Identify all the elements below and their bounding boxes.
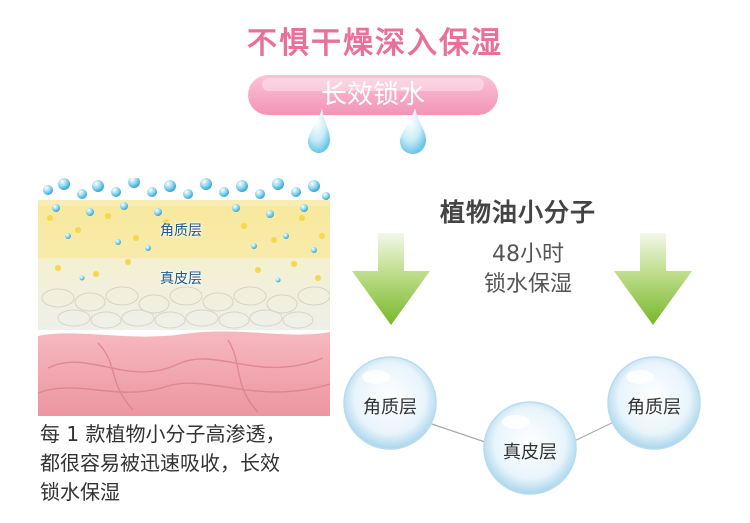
water-drop-icon [308,108,330,153]
right-title: 植物油小分子 [440,198,597,227]
feature-pill: 长效锁水 [248,75,498,115]
effect-label: 锁水保湿 [483,272,572,297]
bubble-label-left: 角质层 [363,397,417,418]
pill-highlight [262,78,484,91]
dermis-label: 真皮层 [160,271,202,287]
absorption-diagram [343,233,701,495]
caption-line: 每 1 款植物小分子高渗透， [40,422,286,446]
water-drop-icon [400,108,426,154]
page-title: 不惧干燥深入保湿 [247,26,503,61]
caption: 每 1 款植物小分子高渗透， 都很容易被迅速吸收，长效 锁水保湿 [40,420,340,507]
water-drops [308,108,426,154]
skin-cross-section [38,178,330,416]
lock-duration: 48小时 锁水保湿 [472,240,584,300]
stratum-corneum-label: 角质层 [160,223,202,239]
hours-label: 48小时 [492,242,564,267]
bubble-label-middle: 真皮层 [503,442,557,463]
pill-label: 长效锁水 [320,80,425,110]
caption-line: 锁水保湿 [40,480,120,504]
down-arrow-icon [352,233,430,325]
down-arrow-icon [614,233,692,325]
caption-line: 都很容易被迅速吸收，长效 [40,451,280,475]
bubble-label-right: 角质层 [627,397,681,418]
